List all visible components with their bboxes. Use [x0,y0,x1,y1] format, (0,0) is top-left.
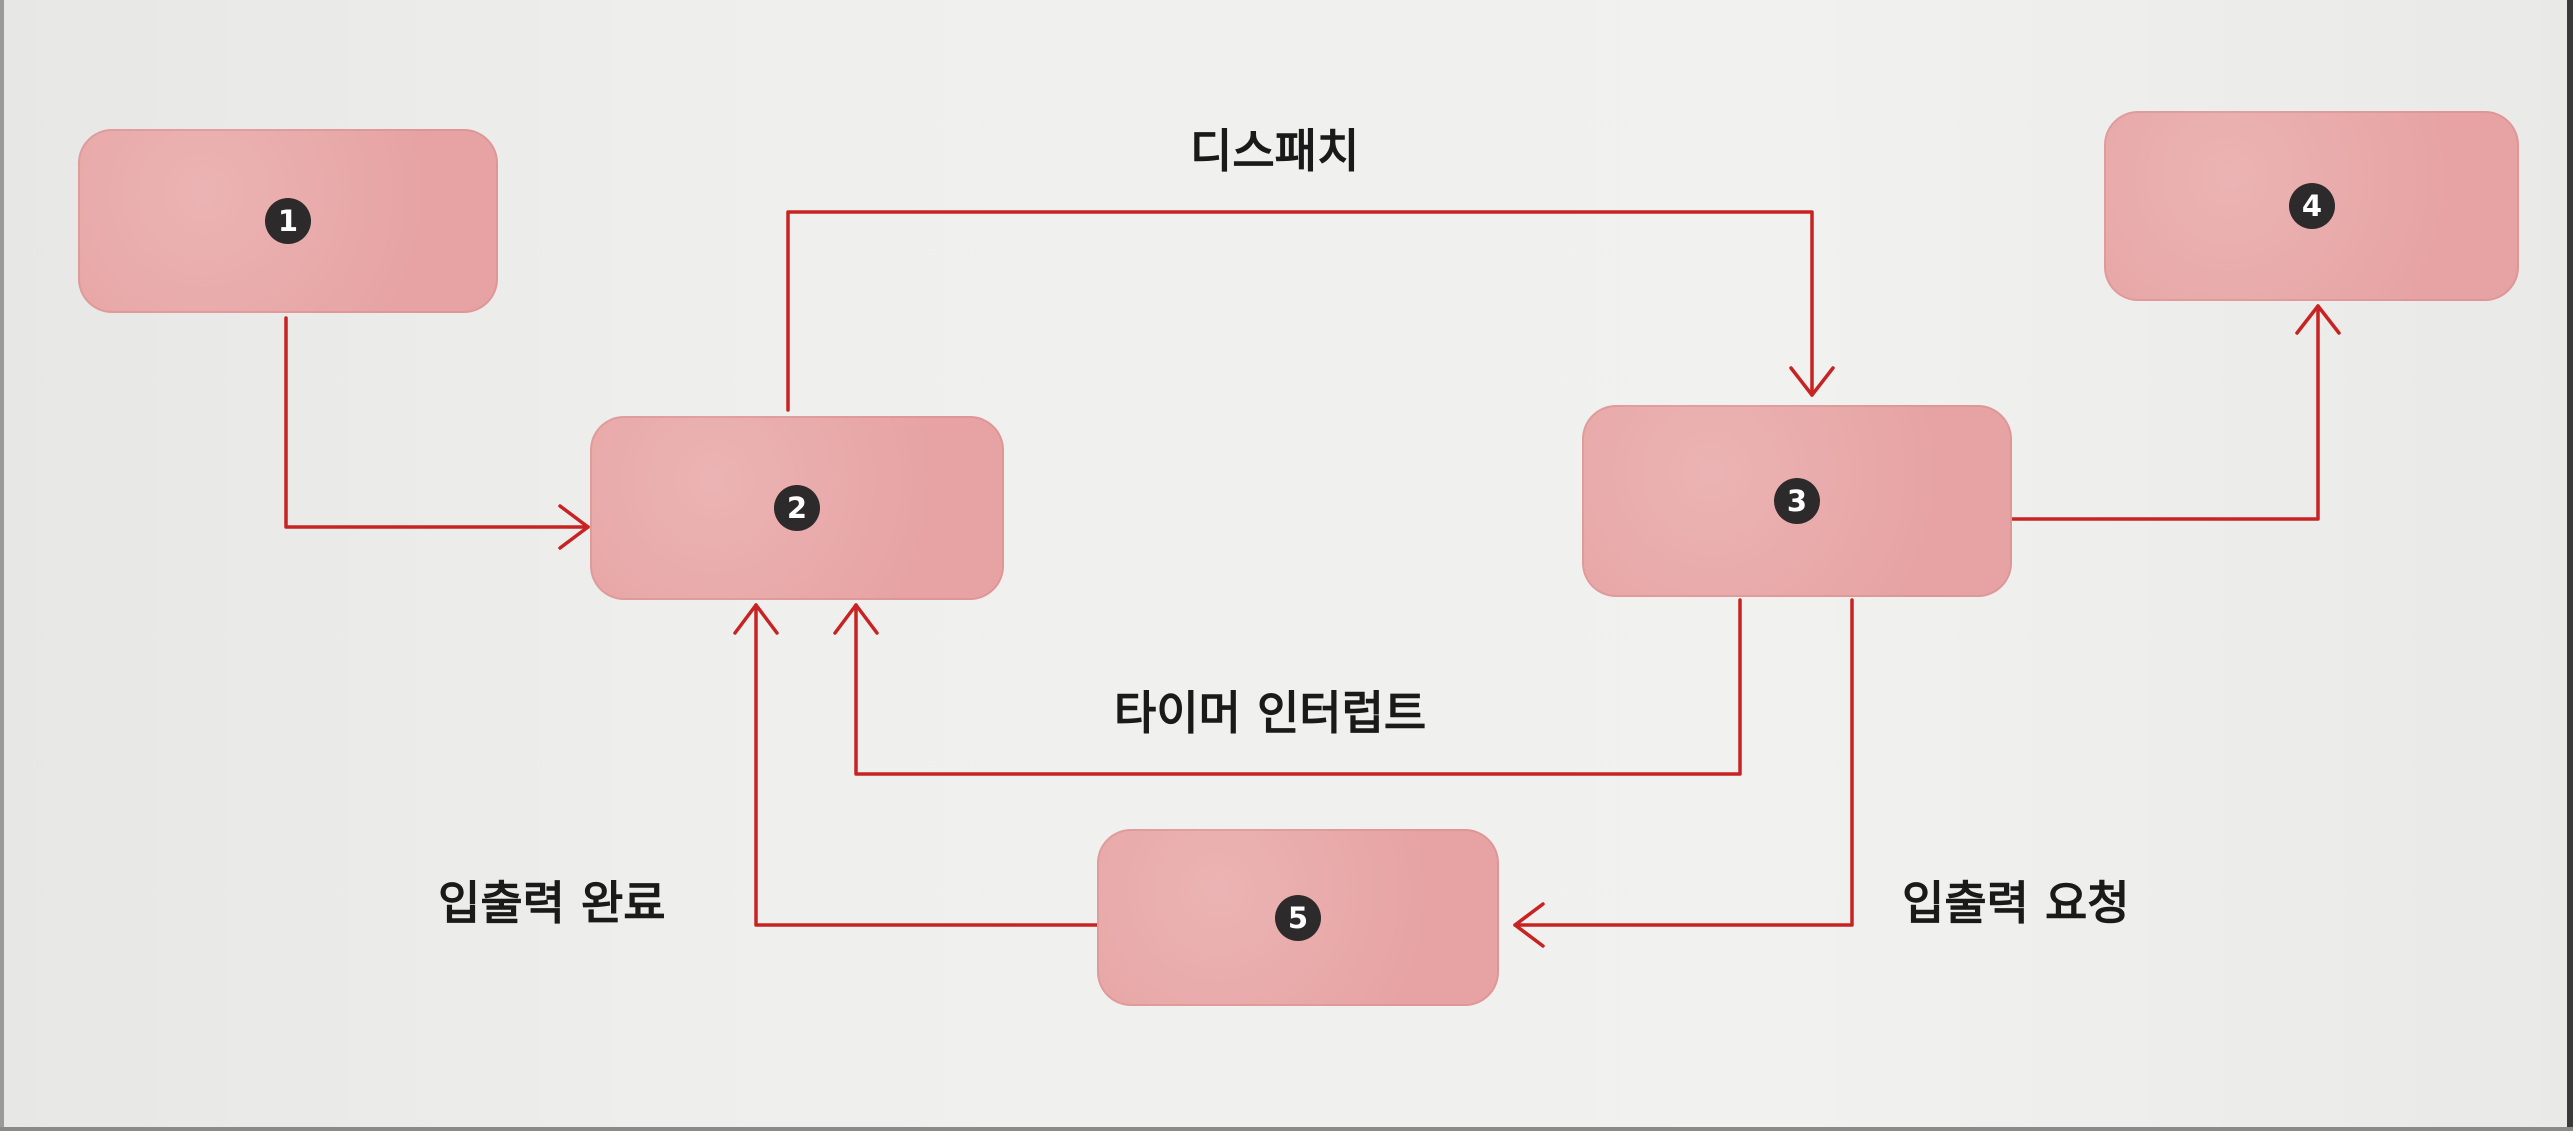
arrowhead-1-to-2 [558,504,590,550]
arrowhead-2-to-3 [1789,366,1835,397]
edge-5-to-2-io-complete [754,603,1100,927]
state-box-1: 1 [78,129,498,313]
arrowhead-5-to-2 [733,603,779,635]
state-badge-5: 5 [1275,895,1321,941]
label-io-request: 입출력 요청 [1902,876,2130,930]
arrowhead-3-to-2-timer [833,603,879,635]
label-timer-interrupt: 타이머 인터럽트 [1114,686,1427,740]
edge-3-to-4 [2011,304,2320,521]
arrowhead-3-to-5 [1513,902,1545,948]
state-box-5: 5 [1097,829,1499,1006]
state-badge-4: 4 [2289,183,2335,229]
edge-1-to-2 [284,316,590,529]
state-badge-3: 3 [1774,478,1820,524]
state-box-2: 2 [590,416,1004,600]
left-edge-shadow [0,0,4,1131]
arrowhead-3-to-4 [2295,304,2341,335]
bottom-edge-shadow [0,1127,2573,1131]
edge-2-to-3-dispatch [786,210,1814,412]
edge-3-to-5-io-request [1513,598,1854,927]
state-box-4: 4 [2104,111,2519,301]
state-box-3: 3 [1582,405,2012,597]
right-edge-border [2567,0,2573,1131]
edge-3-to-2-timer [854,598,1742,776]
label-dispatch: 디스패치 [1190,124,1360,178]
state-badge-1: 1 [265,198,311,244]
state-badge-2: 2 [774,485,820,531]
label-io-complete: 입출력 완료 [438,876,666,930]
